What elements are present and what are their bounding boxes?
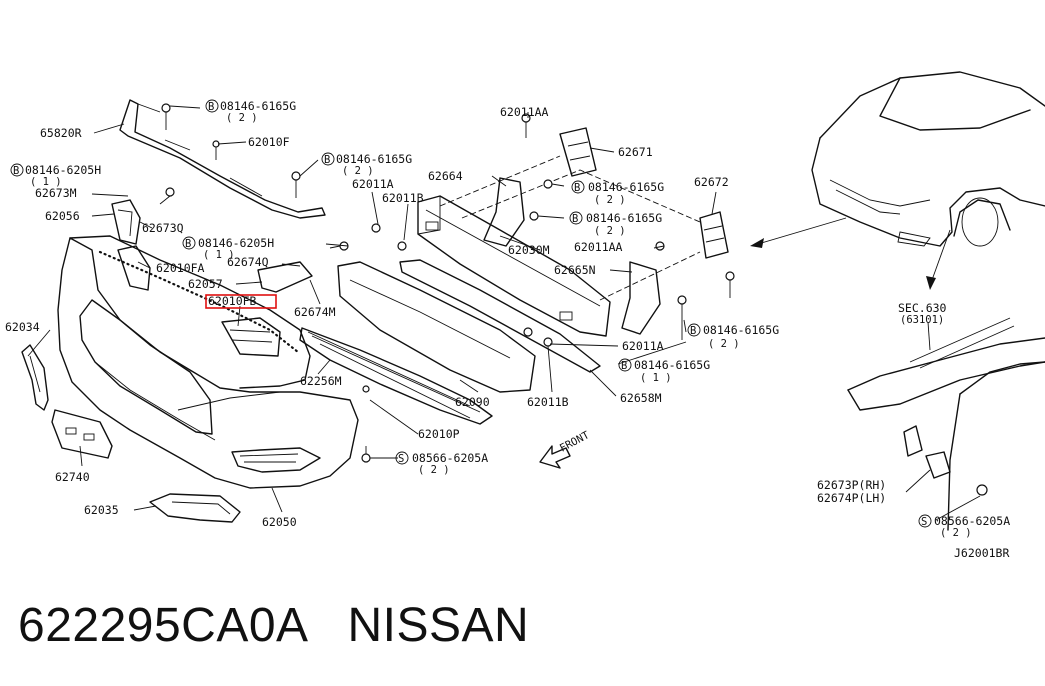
label-sec-630: SEC.630 (898, 301, 947, 315)
car-front-view-drawing (811, 71, 1045, 247)
label-62011a: 62011A (622, 339, 664, 353)
label-qty: ( 2 ) (342, 165, 374, 177)
label-qty: ( 2 ) (418, 464, 450, 476)
label-qty: ( 2 ) (226, 112, 258, 124)
label-62664: 62664 (428, 169, 463, 183)
label-qty: ( 1 ) (640, 372, 672, 384)
part-62035-drawing (149, 493, 241, 523)
label-62011b: 62011B (527, 395, 569, 409)
bumper-fascia-62050-drawing (57, 235, 359, 489)
label-62673p-rh: 62673P(RH) (817, 478, 886, 492)
construction-lines (439, 155, 701, 301)
label-62256m: 62256M (300, 374, 342, 388)
fender-drawing (847, 317, 1045, 531)
view-arrows (750, 217, 951, 290)
label-62030m: 62030M (508, 243, 550, 257)
side-brackets-drawing (111, 199, 313, 357)
part-62030m-drawing (417, 195, 611, 337)
bolt-symbol-b: B (621, 360, 627, 372)
label-62673q: 62673Q (142, 221, 184, 235)
label-62671: 62671 (618, 145, 653, 159)
screw-symbol-s: S (398, 453, 404, 465)
label-62010p: 62010P (418, 427, 460, 441)
label-62674p-lh: 62674P(LH) (817, 491, 886, 505)
label-62010f: 62010F (248, 135, 290, 149)
label-62011aa: 62011AA (500, 105, 549, 119)
part-62658m-drawing (399, 259, 601, 373)
label-bolt-08146-6165g: 08146-6165G (634, 358, 710, 372)
label-62056: 62056 (45, 209, 80, 223)
label-62057: 62057 (188, 277, 223, 291)
label-qty: ( 1 ) (203, 249, 235, 261)
part-65820r-drawing (119, 99, 326, 219)
part-62034-drawing (21, 344, 49, 411)
label-qty: ( 2 ) (594, 225, 626, 237)
label-qty: ( 2 ) (940, 527, 972, 539)
label-bolt-08146-6165g: 08146-6165G (336, 152, 412, 166)
label-bolt-08146-6205h: 08146-6205H (198, 236, 274, 250)
label-qty: ( 2 ) (594, 194, 626, 206)
label-sec-ref: (63101) (900, 314, 944, 326)
label-bolt-08146-6165g: 08146-6165G (703, 323, 779, 337)
bolt-symbol-b: B (574, 182, 580, 194)
bolt-symbols (10, 99, 932, 528)
label-qty: ( 1 ) (30, 176, 62, 188)
label-62035: 62035 (84, 503, 119, 517)
label-62672: 62672 (694, 175, 729, 189)
part-62256m-drawing (299, 327, 493, 425)
label-screw-08566-6205a: 08566-6205A (934, 514, 1010, 528)
bolt-symbol-b: B (208, 101, 214, 113)
label-bolt-08146-6165g: 08146-6165G (220, 99, 296, 113)
front-arrow (539, 445, 571, 469)
label-drawing-ref: J62001BR (954, 546, 1009, 560)
label-62674q: 62674Q (227, 255, 269, 269)
label-front: FRONT (558, 429, 592, 455)
footer-caption: 622295CA0A NISSAN (18, 598, 529, 653)
highlight-box (205, 294, 277, 309)
part-62090-drawing (337, 261, 536, 393)
mount-brackets-drawing (559, 127, 729, 259)
label-62740: 62740 (55, 470, 90, 484)
bolt-symbol-b: B (13, 165, 19, 177)
label-62011b: 62011B (382, 191, 424, 205)
label-screw-08566-6205a: 08566-6205A (412, 451, 488, 465)
label-bolt-08146-6165g: 08146-6165G (588, 180, 664, 194)
label-65820r: 65820R (40, 126, 82, 140)
bolt-symbol-letters: B B B B S B B B B S (13, 101, 927, 528)
label-62090: 62090 (455, 395, 490, 409)
label-62665n: 62665N (554, 263, 596, 277)
label-62674m: 62674M (294, 305, 336, 319)
bolt-symbol-b: B (690, 325, 696, 337)
bolt-symbol-b: B (185, 238, 191, 250)
label-62658m: 62658M (620, 391, 662, 405)
part-labels: 65820R 08146-6165G ( 2 ) 62010F 08146-61… (5, 99, 1010, 560)
label-bolt-08146-6205h: 08146-6205H (25, 163, 101, 177)
part-62740-drawing (51, 409, 113, 459)
label-qty: ( 2 ) (708, 338, 740, 350)
label-62010fa: 62010FA (156, 261, 205, 275)
bolt-symbol-b: B (324, 154, 330, 166)
leader-lines (27, 105, 981, 521)
brand-name: NISSAN (347, 599, 530, 652)
side-stays-drawing (483, 177, 661, 335)
label-62673m: 62673M (35, 186, 77, 200)
label-62011aa: 62011AA (574, 240, 623, 254)
label-62011a: 62011A (352, 177, 394, 191)
screw-symbol-s: S (921, 516, 927, 528)
label-62010fb: 62010FB (208, 294, 257, 308)
label-62034: 62034 (5, 320, 40, 334)
label-bolt-08146-6165g: 08146-6165G (586, 211, 662, 225)
bolt-symbol-b: B (572, 213, 578, 225)
part-number: 622295CA0A (18, 599, 306, 652)
label-62050: 62050 (262, 515, 297, 529)
